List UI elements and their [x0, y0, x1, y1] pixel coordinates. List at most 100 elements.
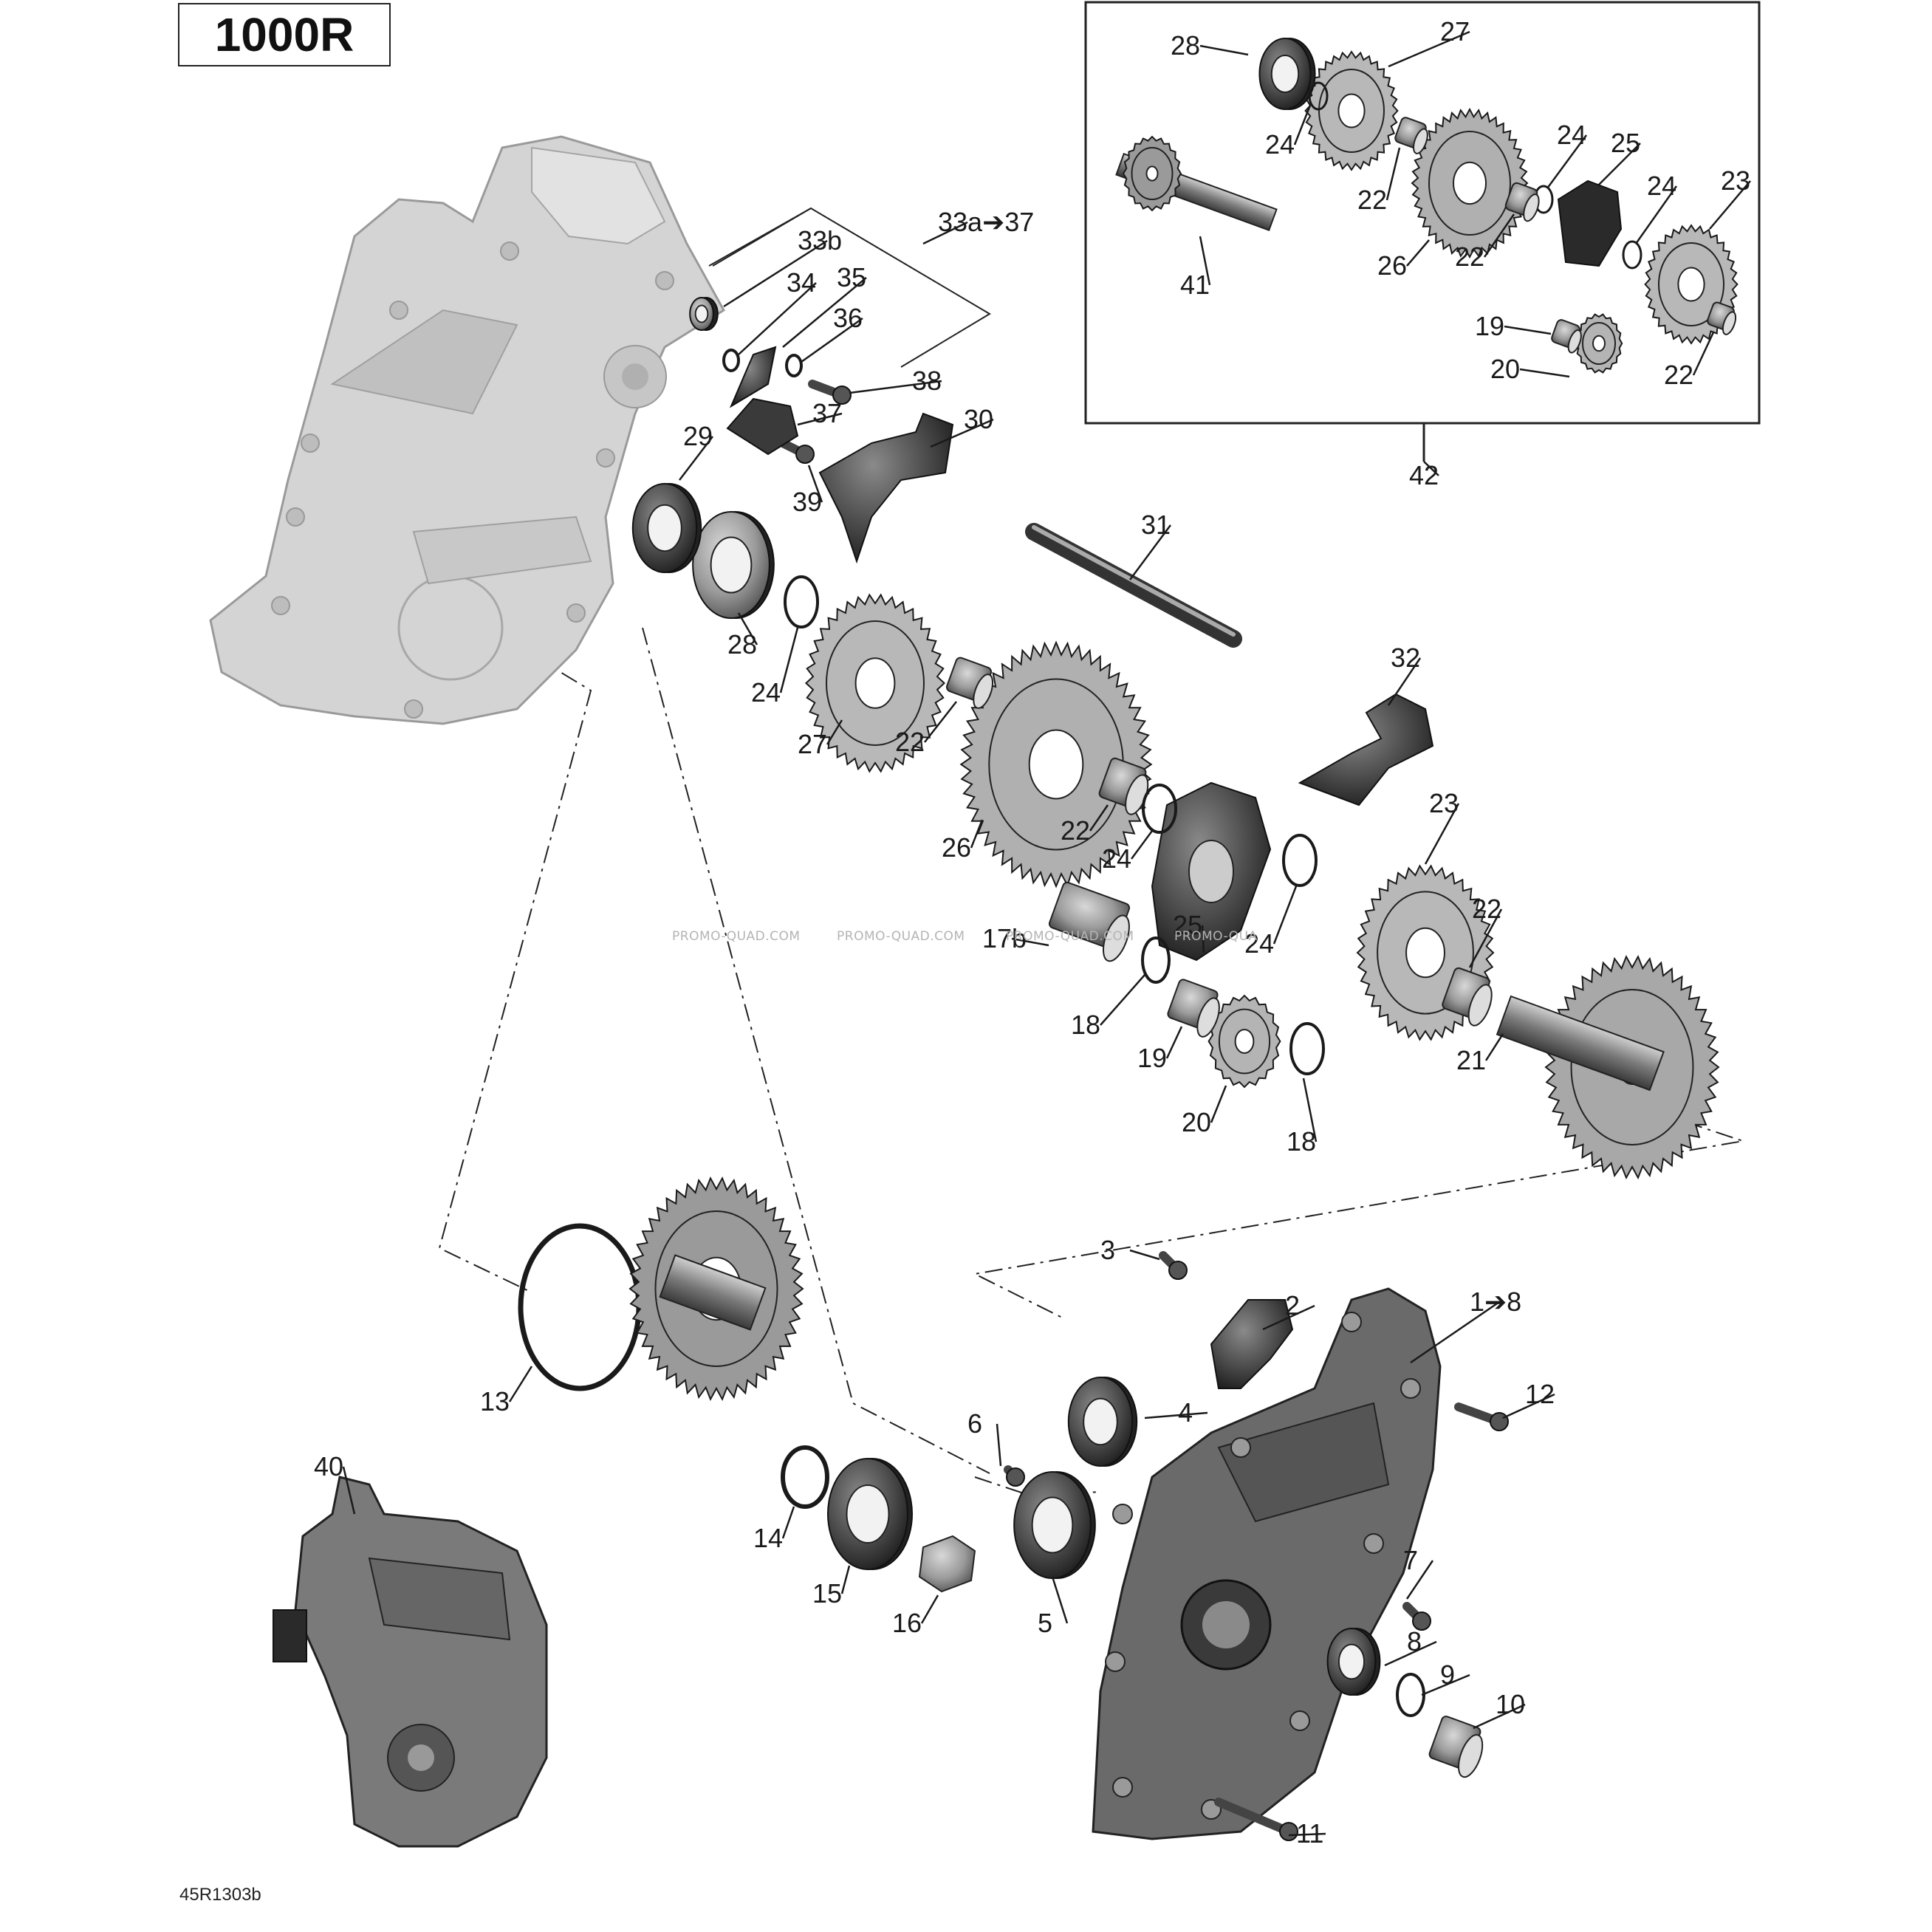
callout-c_34: 34: [787, 267, 816, 298]
callout-c_3: 3: [1100, 1235, 1115, 1265]
callout-c_28: 28: [727, 629, 757, 660]
callout-c_33b: 33b: [798, 225, 842, 256]
bracket-2: [1210, 1299, 1294, 1389]
gearbox-cover: [1092, 1287, 1442, 1840]
leader-i_25: [1598, 143, 1641, 185]
callout-c_35: 35: [837, 262, 866, 292]
callout-c_36: 36: [833, 303, 863, 333]
callout-c_1to8: 1➔8: [1470, 1287, 1521, 1317]
inset-shaft-41-gear: [1122, 135, 1182, 212]
dog-ring-28: [692, 511, 775, 619]
bolt-7-head: [1412, 1611, 1431, 1631]
leader-c_18a: [1100, 974, 1145, 1026]
leader-lines: [342, 30, 1751, 1837]
bearing-29: [631, 483, 702, 573]
bolt-39-head: [795, 445, 815, 464]
bolt-38-head: [832, 386, 852, 405]
callout-c_24c: 24: [1244, 928, 1274, 959]
callout-c_24b: 24: [1102, 843, 1131, 874]
leader-c_5: [1051, 1576, 1069, 1624]
bushing-10: [1428, 1716, 1484, 1778]
callout-c_22b: 22: [1061, 815, 1090, 846]
circlip-24-b: [1142, 784, 1177, 834]
o-ring-9: [1396, 1673, 1425, 1717]
watermark-4: PROMO-QUA: [1174, 929, 1258, 944]
callout-c_22c: 22: [1472, 894, 1501, 924]
leader-i_22c: [1692, 332, 1715, 376]
leader-c_24b: [1130, 830, 1154, 860]
leader-c_31: [1128, 524, 1172, 580]
engine-assembly-thumbnail: [273, 1476, 548, 1848]
output-shaft-21: [1496, 995, 1665, 1092]
screw-6-head: [1006, 1467, 1025, 1487]
leader-c_29: [679, 436, 713, 481]
inset-frame: [1084, 1, 1761, 462]
callout-c_40: 40: [314, 1451, 343, 1481]
leader-c_28: [737, 612, 758, 645]
leader-c_38: [849, 380, 942, 394]
inset-gear-20: [1575, 313, 1623, 374]
callout-i_24c: 24: [1647, 171, 1676, 201]
leader-c_4: [1144, 1411, 1208, 1419]
leader-c_17b: [1011, 937, 1049, 947]
watermark-2: PROMO-QUAD.COM: [837, 929, 965, 944]
circlip-24-c: [1282, 834, 1318, 887]
callout-i_19: 19: [1475, 311, 1504, 341]
inset-circlip-24-c: [1622, 240, 1642, 270]
leader-c_18b: [1302, 1078, 1318, 1143]
lever-35: [729, 346, 777, 408]
callout-c_21: 21: [1456, 1045, 1486, 1075]
circlip-18-b: [1289, 1022, 1325, 1075]
callout-c_4: 4: [1178, 1397, 1193, 1428]
callout-c_39: 39: [792, 487, 822, 517]
gear-26: [959, 640, 1153, 888]
callout-c_2: 2: [1285, 1290, 1300, 1320]
leader-c_14: [781, 1506, 795, 1539]
callout-c_18a: 18: [1071, 1010, 1100, 1040]
bearing-4: [1067, 1377, 1138, 1467]
leader-i_20: [1519, 368, 1570, 378]
leader-i_28: [1199, 44, 1249, 56]
callout-c_27: 27: [798, 729, 827, 759]
inset-sleeve-25: [1557, 179, 1623, 267]
drawing-code: 45R1303b: [179, 1885, 261, 1905]
model-label: 1000R: [178, 3, 391, 66]
leader-c_13: [508, 1366, 533, 1402]
callout-c_14: 14: [753, 1523, 783, 1553]
inset-gear-26: [1411, 107, 1529, 259]
needle-bearing-22-c: [1442, 967, 1493, 1027]
leader-i_27: [1388, 30, 1470, 68]
leader-i_24b: [1546, 134, 1588, 189]
leader-c_23: [1424, 803, 1460, 865]
callout-c_6: 6: [967, 1408, 982, 1439]
inset-circlip-24-a: [1308, 81, 1329, 111]
bushing-19: [1167, 979, 1220, 1038]
callout-i_27: 27: [1440, 16, 1470, 47]
callout-c_30: 30: [964, 404, 993, 434]
leader-c_26: [970, 819, 984, 849]
callout-i_22b: 22: [1455, 242, 1484, 272]
callout-c_16: 16: [892, 1608, 922, 1638]
leader-c_6: [996, 1423, 1002, 1467]
crankcase-left-ghost: [209, 135, 726, 725]
leader-c_3: [1129, 1249, 1160, 1261]
inset-dog-ring-28: [1258, 38, 1316, 110]
leader-c_2: [1262, 1304, 1315, 1331]
callout-c_29: 29: [683, 421, 713, 451]
leader-c_11: [1288, 1832, 1326, 1837]
shift-sleeve-25-bore: [1188, 840, 1234, 903]
leader-c_34: [738, 282, 817, 355]
needle-bearing-22-b: [1098, 757, 1149, 815]
callout-c_7: 7: [1403, 1545, 1418, 1575]
leader-c_7: [1405, 1560, 1434, 1600]
bolt-11-head: [1279, 1822, 1298, 1841]
needle-bearing-22-a: [945, 657, 994, 709]
leader-c_16: [920, 1594, 939, 1624]
spring-33b: [689, 297, 719, 331]
bearing-15: [827, 1458, 913, 1570]
inset-needle-22-b: [1504, 182, 1540, 222]
drive-gear-shaft: [659, 1254, 767, 1331]
leader-c_27: [826, 719, 843, 745]
callout-c_22a: 22: [895, 727, 925, 757]
